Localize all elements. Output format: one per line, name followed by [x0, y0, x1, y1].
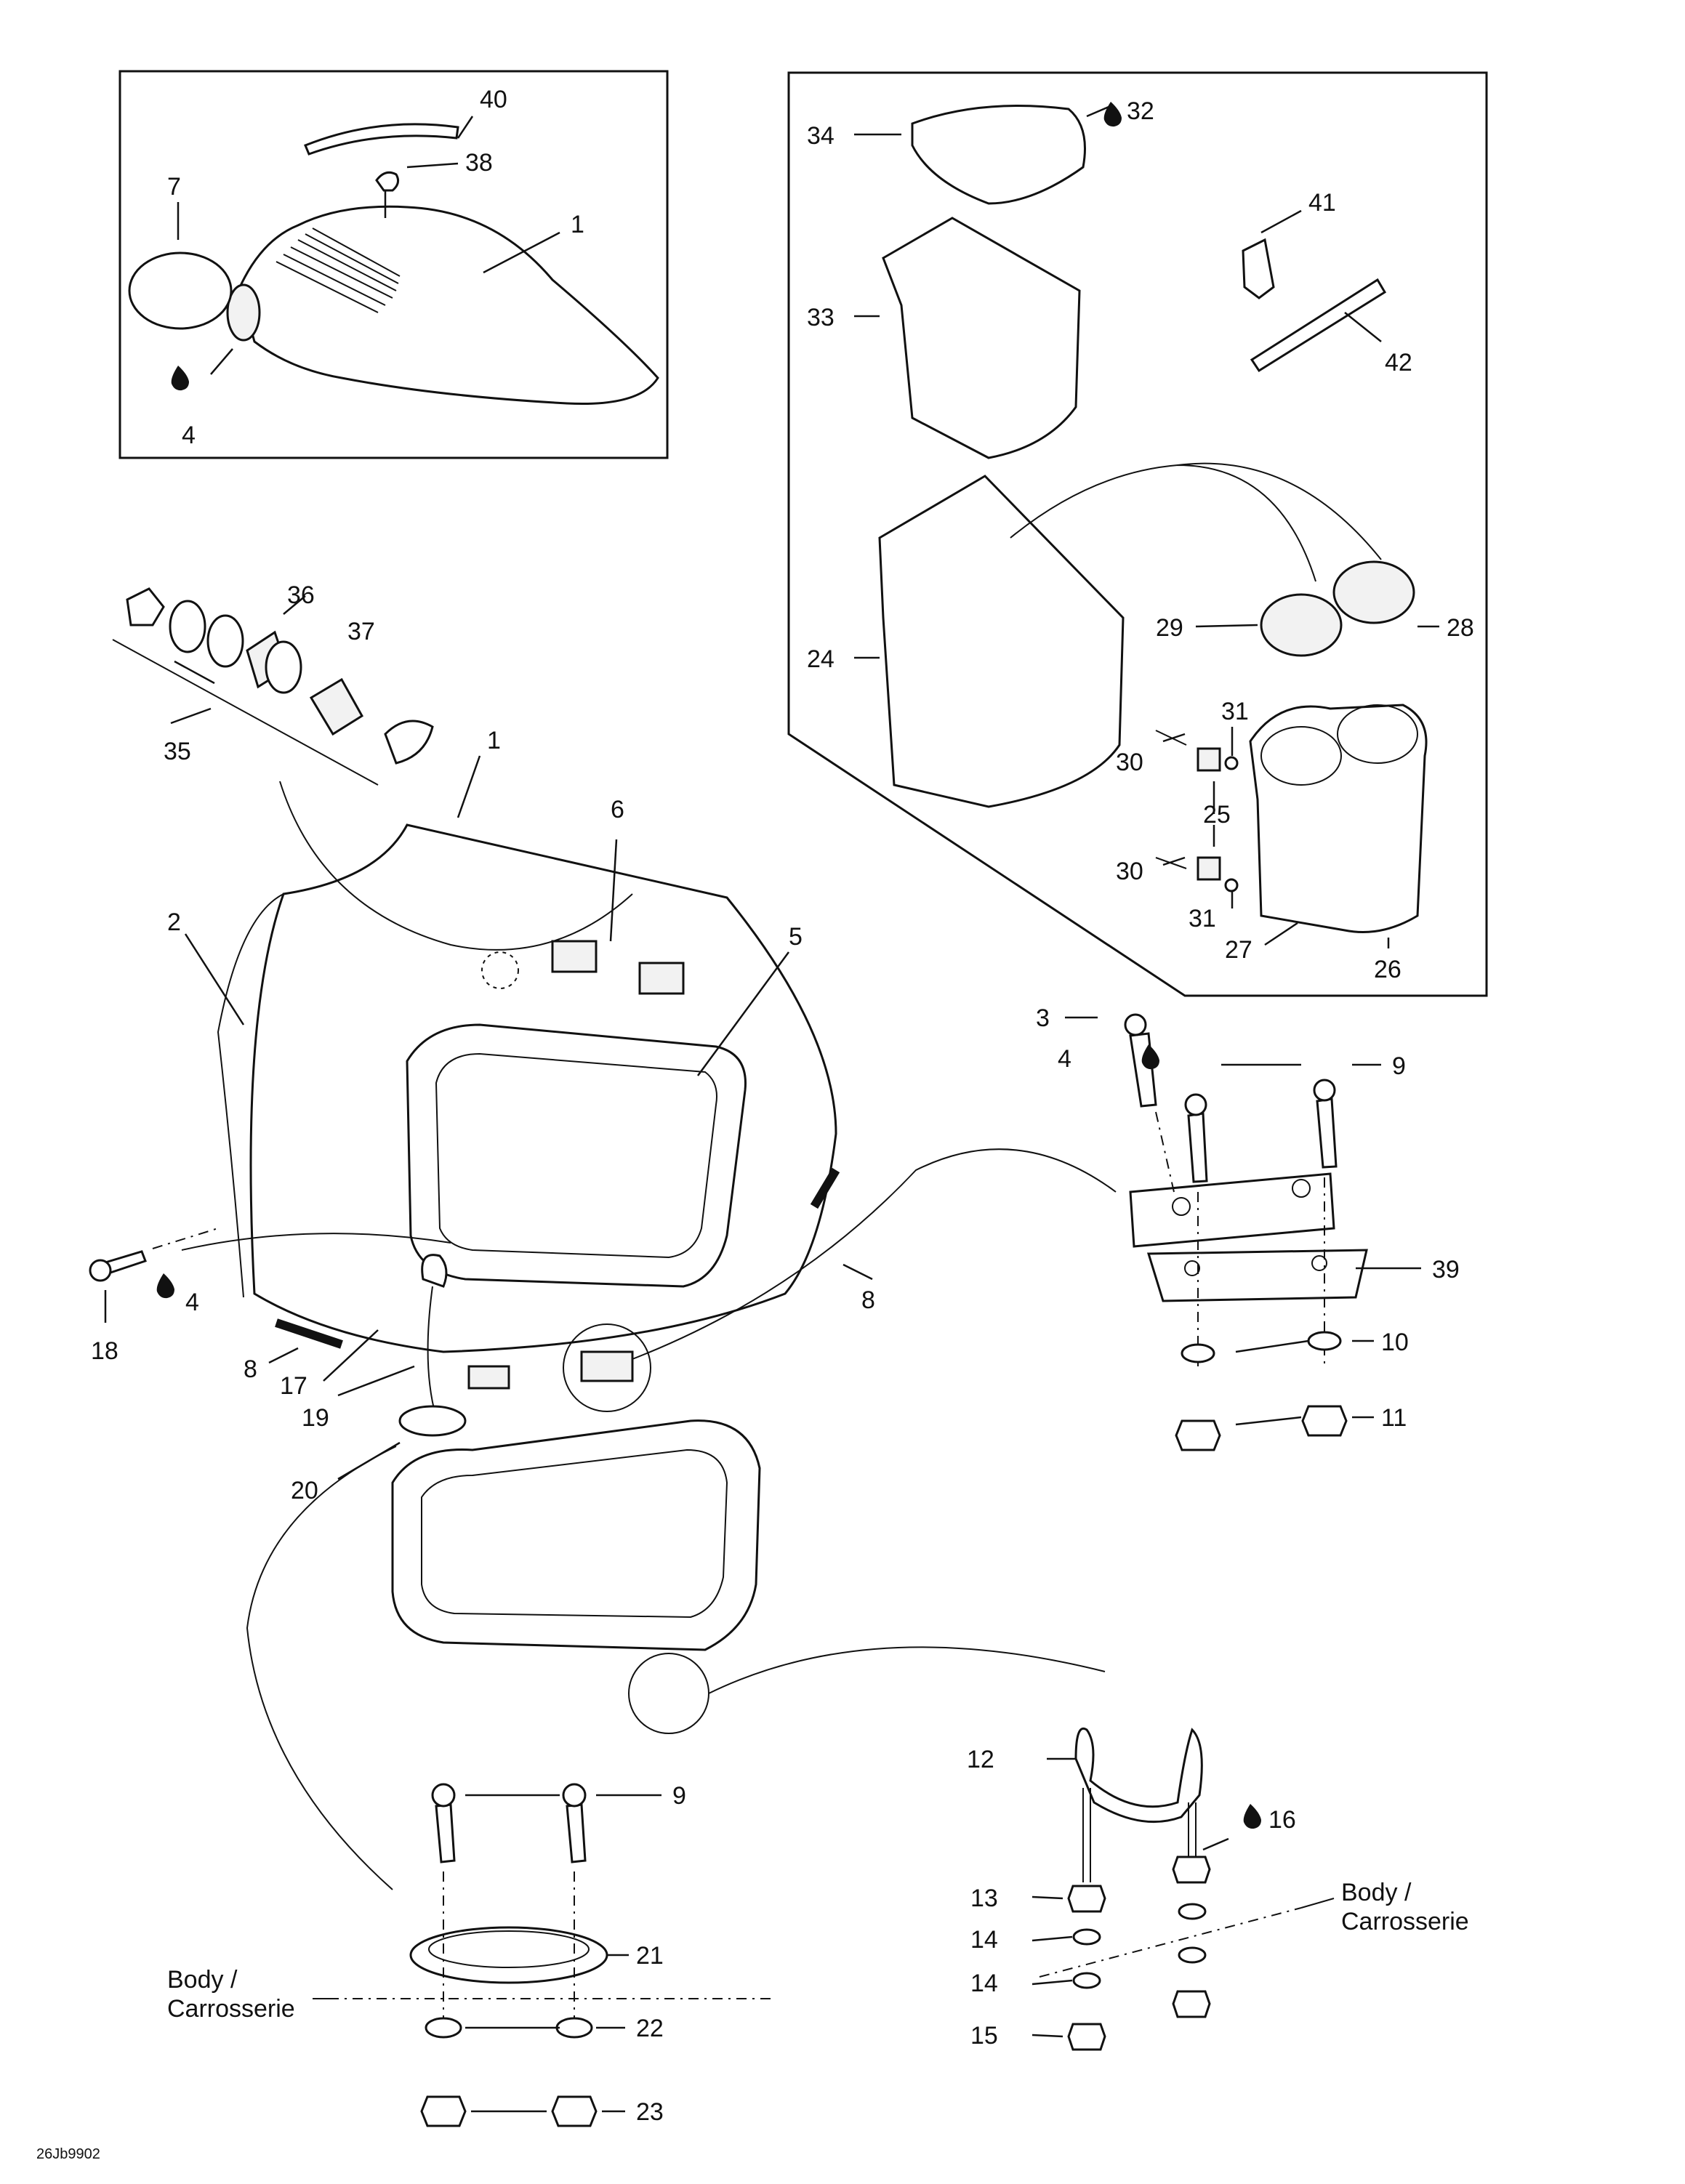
- drop-icon: [156, 102, 1261, 1829]
- callout-17: 17: [280, 1372, 307, 1400]
- plate-25-lower: [1197, 856, 1221, 881]
- callout-14b: 14: [970, 1970, 998, 1997]
- hinge-assembly: [1124, 1013, 1368, 1451]
- latch-plate: [638, 962, 685, 995]
- callout-13: 13: [970, 1885, 998, 1912]
- cap-29: [1332, 560, 1415, 624]
- bag-pleats: [276, 227, 401, 313]
- leader-lines: [104, 104, 1439, 2113]
- callout-14a: 14: [970, 1926, 998, 1954]
- plate-25-upper: [1197, 747, 1221, 772]
- latch-plate-6: [551, 940, 598, 973]
- callout-37: 37: [347, 618, 375, 645]
- callout-24: 24: [807, 645, 835, 673]
- callout-8b: 8: [861, 1286, 875, 1314]
- drop-icon: [1243, 1804, 1261, 1829]
- cover-bag: [238, 205, 659, 406]
- callout-41: 41: [1308, 189, 1336, 217]
- callout-19: 19: [302, 1404, 329, 1432]
- u-bolt: [1074, 1727, 1203, 1824]
- callout-4b: 4: [1058, 1045, 1071, 1073]
- callout-25: 25: [1203, 801, 1231, 829]
- inset-frame-right: [787, 71, 1488, 997]
- callout-15: 15: [970, 2022, 998, 2050]
- storage-box: [878, 475, 1125, 808]
- bag-neck-ring: [226, 283, 261, 342]
- callout-6: 6: [611, 796, 624, 823]
- inset-frame-left: [118, 70, 669, 459]
- hinge-plate-upper: [1129, 1172, 1335, 1248]
- callout-8a: 8: [244, 1355, 257, 1383]
- callout-31a: 31: [1221, 698, 1249, 725]
- callout-32: 32: [1127, 97, 1154, 125]
- callout-36: 36: [287, 581, 315, 609]
- strap: [304, 123, 459, 156]
- body-note-right-line2: Carrosserie: [1341, 1908, 1469, 1935]
- callout-10: 10: [1381, 1329, 1409, 1356]
- callout-9b: 9: [672, 1782, 686, 1810]
- callout-18: 18: [91, 1337, 118, 1365]
- callout-23: 23: [636, 2098, 664, 2126]
- callout-33: 33: [807, 304, 835, 331]
- drawing-code: 26Jb9902: [36, 2146, 100, 2162]
- callout-1b: 1: [487, 727, 501, 754]
- body-note-left-line2: Carrosserie: [167, 1995, 295, 2023]
- nut-41: [1242, 238, 1275, 299]
- callout-21: 21: [636, 1942, 664, 1970]
- liner: [882, 217, 1081, 459]
- knob: [375, 171, 400, 192]
- callout-39: 39: [1432, 1256, 1460, 1284]
- door-seal: [246, 1419, 1106, 1890]
- ring-assembly: [313, 1783, 771, 2127]
- callout-2: 2: [167, 908, 181, 936]
- callout-40: 40: [480, 86, 507, 113]
- drop-icon: [156, 1273, 174, 1299]
- hinge-plate-39: [1146, 1249, 1368, 1302]
- callout-28: 28: [1447, 614, 1474, 642]
- inset-box-right: [787, 71, 1488, 997]
- callout-22: 22: [636, 2015, 664, 2042]
- callout-4c: 4: [185, 1289, 199, 1316]
- callouts: 40 38 7 1 4 34 32 33 41 42 28 29 24 31 3…: [91, 86, 1474, 2126]
- callout-29: 29: [1156, 614, 1183, 642]
- callout-35: 35: [164, 738, 191, 765]
- ring-21: [409, 1926, 608, 1984]
- callout-16: 16: [1268, 1806, 1296, 1834]
- inset-box-left: [118, 70, 669, 459]
- u-bolt-assembly: [1039, 1727, 1335, 2051]
- callout-26: 26: [1374, 956, 1402, 983]
- body-note-left-line1: Body /: [167, 1966, 238, 1994]
- main-shell: [89, 587, 1117, 1437]
- callout-30b: 30: [1116, 858, 1143, 885]
- body-note-right-line1: Body /: [1341, 1879, 1412, 1906]
- callout-5: 5: [789, 923, 803, 951]
- drop-icon: [1103, 102, 1122, 127]
- callout-38: 38: [465, 149, 493, 177]
- drop-icon: [1141, 1044, 1159, 1070]
- fastener-stack: [112, 587, 434, 786]
- screw-3: [1129, 1032, 1157, 1108]
- cap-28: [1260, 593, 1343, 657]
- callout-31b: 31: [1189, 905, 1216, 932]
- lid: [911, 105, 1086, 205]
- callout-4a: 4: [182, 422, 196, 449]
- rod-42: [1250, 278, 1387, 373]
- drop-icon: [171, 366, 189, 391]
- callout-20: 20: [291, 1477, 318, 1504]
- callout-1a: 1: [571, 211, 584, 238]
- cup-holder: [1249, 704, 1428, 933]
- callout-34: 34: [807, 122, 835, 150]
- callout-11: 11: [1381, 1404, 1407, 1432]
- callout-42: 42: [1385, 349, 1412, 376]
- callout-7: 7: [167, 173, 181, 201]
- callout-3: 3: [1036, 1004, 1050, 1032]
- callout-12: 12: [967, 1746, 994, 1773]
- opening-frame: [406, 1023, 747, 1288]
- bag-bulb: [128, 251, 233, 330]
- callout-30a: 30: [1116, 749, 1143, 776]
- callout-9a: 9: [1392, 1052, 1406, 1080]
- callout-27: 27: [1225, 936, 1252, 964]
